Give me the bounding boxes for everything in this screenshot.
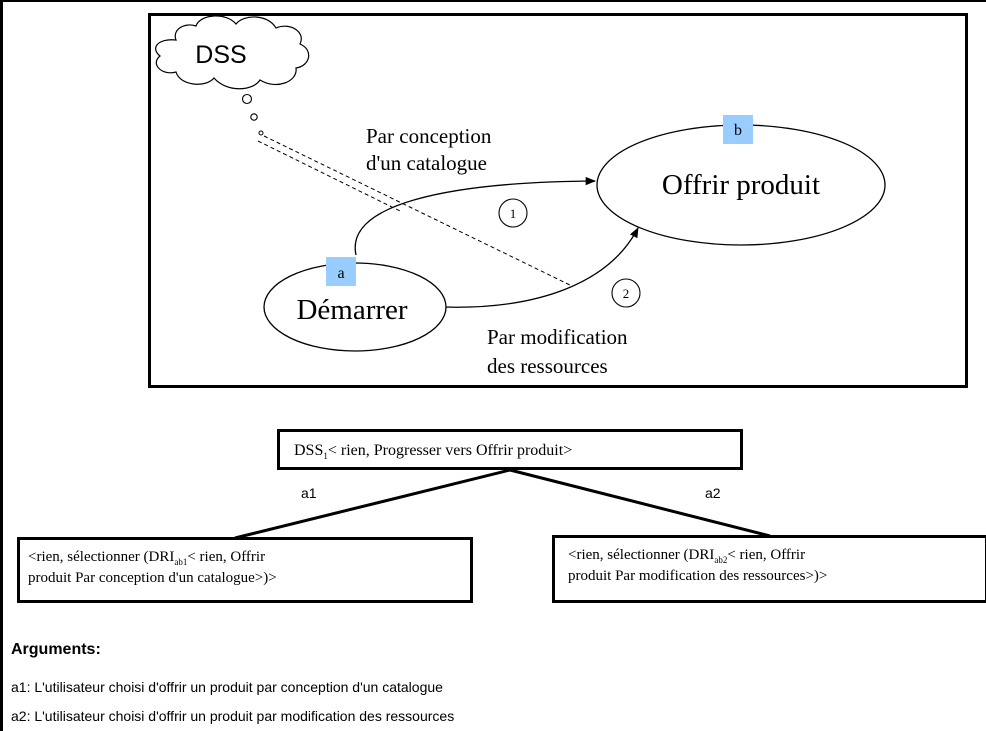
strategy-2-label-line1: Par modification [487, 325, 628, 349]
strategy-1-label-line1: Par conception [366, 124, 492, 148]
strategy-1-number: 1 [510, 206, 517, 221]
root-prefix: DSS [294, 442, 324, 459]
leaf-a1-line1: <rien, sélectionner (DRIab1< rien, Offri… [28, 547, 460, 568]
root-subscript: 1 [323, 451, 328, 461]
argument-a1: a1: L'utilisateur choisi d'offrir un pro… [11, 679, 443, 695]
branch-label-a2: a2 [705, 485, 721, 501]
leaf-a2-line2: produit Par modification des ressources>… [568, 568, 828, 584]
leaf-a1-prefix: <rien, sélectionner (DRI [28, 549, 175, 565]
leaf-node-a2: <rien, sélectionner (DRIab2< rien, Offri… [552, 535, 986, 603]
strategy-2-circle [611, 278, 641, 308]
leaf-a1-line2: produit Par conception d'un catalogue>)> [28, 570, 277, 586]
intention-b-tag-bg [723, 115, 753, 144]
leaf-a2-line1-rest: < rien, Offrir [727, 547, 806, 563]
intention-a-label: Démarrer [296, 294, 407, 326]
strategy-arc-1 [354, 176, 597, 256]
leaf-a1-subscript: ab1 [174, 557, 188, 567]
dss-dashed-line-lower [257, 140, 401, 212]
thought-bubble-small [258, 130, 264, 136]
leaf-node-a1: <rien, sélectionner (DRIab1< rien, Offri… [17, 537, 473, 603]
strategy-1-label-line2: d'un catalogue [366, 151, 487, 175]
intention-map-box [148, 13, 968, 388]
intention-a-tag-bg [326, 257, 356, 286]
cloud-label: DSS [195, 41, 246, 69]
branch-label-a1: a1 [301, 485, 317, 501]
dss-dashed-line-upper [263, 135, 573, 287]
intention-a-tag: a [337, 265, 344, 282]
argument-a2: a2: L'utilisateur choisi d'offrir un pro… [11, 708, 455, 724]
leaf-a1-line1-rest: < rien, Offrir [187, 549, 266, 565]
root-text: < rien, Progresser vers Offrir produit> [327, 442, 573, 459]
leaf-a2-subscript: ab2 [714, 555, 728, 565]
arguments-title: Arguments: [11, 641, 101, 658]
dss-thought-cloud: DSS [155, 15, 310, 90]
intention-b-tag: b [734, 122, 742, 139]
intention-b-label: Offrir produit [662, 169, 820, 201]
strategy-2-number: 2 [623, 286, 630, 301]
thought-bubble-large [241, 93, 253, 105]
strategy-1-circle [498, 198, 528, 228]
tree-branch-a2 [509, 468, 771, 538]
thought-bubble-medium [250, 113, 258, 121]
leaf-a2-line1: <rien, sélectionner (DRIab2< rien, Offri… [568, 545, 975, 566]
strategy-2-label-line2: des ressources [487, 354, 608, 378]
dss-root-node: DSS1< rien, Progresser vers Offrir produ… [277, 429, 743, 470]
leaf-a2-prefix: <rien, sélectionner (DRI [568, 547, 715, 563]
tree-branch-a1 [234, 468, 511, 540]
strategy-arc-2 [441, 227, 639, 308]
